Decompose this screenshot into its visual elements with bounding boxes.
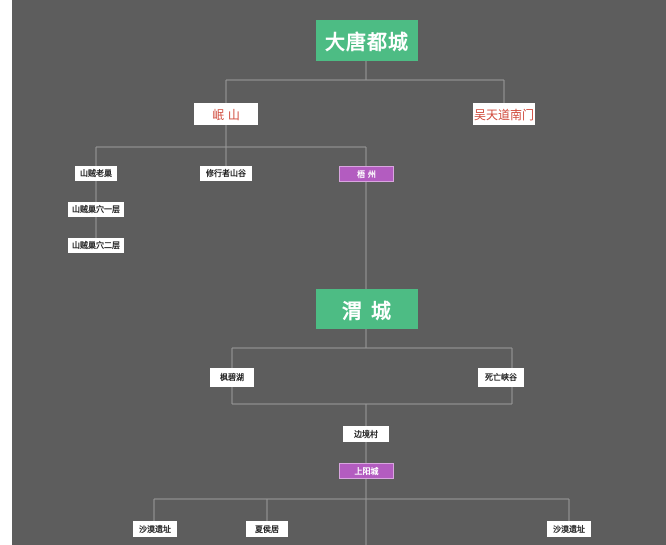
node-xiuxingzhe-shangu[interactable]: 修行者山谷 bbox=[200, 166, 252, 181]
node-chaoxue-2[interactable]: 山贼巢穴二层 bbox=[68, 238, 124, 253]
node-shamo-yizhi-right[interactable]: 沙漠遗址 bbox=[547, 521, 591, 537]
node-shanzei-laochao[interactable]: 山贼老巢 bbox=[75, 166, 117, 181]
node-weicheng[interactable]: 渭 城 bbox=[316, 289, 418, 329]
node-datang-ducheng[interactable]: 大唐都城 bbox=[316, 20, 418, 61]
node-siwang-xiagu[interactable]: 死亡峡谷 bbox=[478, 368, 524, 387]
node-wuzhou[interactable]: 梧 州 bbox=[339, 166, 394, 182]
node-fengbihu[interactable]: 枫碧湖 bbox=[210, 368, 254, 387]
node-haotian-nanmen[interactable]: 吴天道南门 bbox=[473, 103, 535, 125]
node-minshan[interactable]: 岷 山 bbox=[194, 103, 258, 125]
node-chaoxue-1[interactable]: 山贼巢穴一层 bbox=[68, 202, 124, 217]
node-shamo-yizhi-left[interactable]: 沙漠遗址 bbox=[133, 521, 177, 537]
node-bianjingcun[interactable]: 边境村 bbox=[343, 426, 389, 442]
connector-lines bbox=[95, 61, 570, 545]
node-shangyangcheng[interactable]: 上阳城 bbox=[339, 463, 394, 479]
node-xiahouju[interactable]: 夏侯居 bbox=[246, 521, 288, 537]
map-canvas: 大唐都城 岷 山 吴天道南门 山贼老巢 修行者山谷 梧 州 山贼巢穴一层 山贼巢… bbox=[12, 0, 666, 545]
